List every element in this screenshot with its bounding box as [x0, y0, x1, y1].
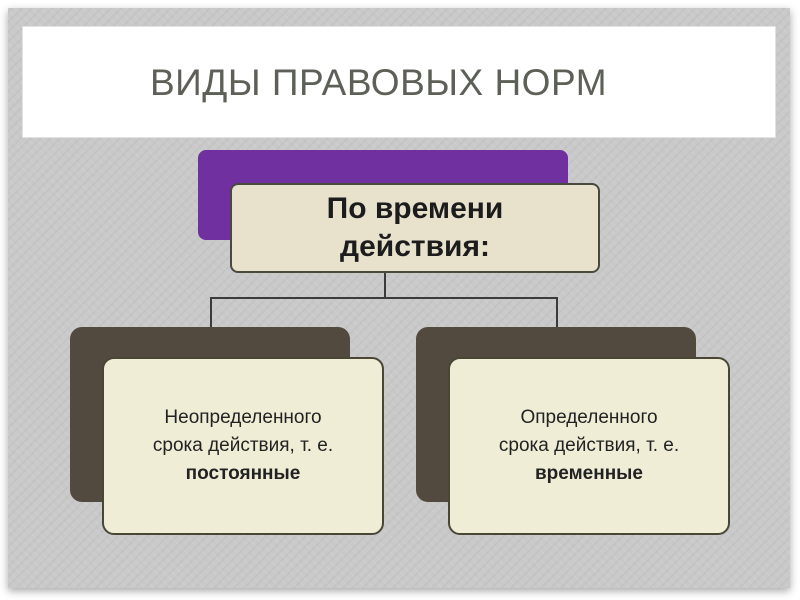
connector-left-vertical: [210, 297, 212, 327]
right-node-emphasis: временные: [535, 463, 643, 484]
left-node: Неопределенного срока действия, т. е. по…: [102, 357, 384, 535]
left-node-text: Неопределенного срока действия, т. е. по…: [153, 404, 333, 488]
left-node-emphasis: постоянные: [185, 463, 301, 484]
left-node-line2: срока действия, т. е.: [152, 435, 334, 456]
right-node: Определенного срока действия, т. е. врем…: [448, 357, 730, 535]
root-node-label: По времени действия:: [326, 192, 504, 263]
right-node-line2: срока действия, т. е.: [498, 435, 680, 456]
connector-root-vertical: [384, 273, 386, 299]
left-node-line1: Неопределенного: [164, 407, 322, 428]
slide-title: ВИДЫ ПРАВОВЫХ НОРМ: [150, 62, 608, 103]
root-node: По времени действия:: [230, 183, 600, 273]
right-node-text: Определенного срока действия, т. е. врем…: [499, 404, 679, 488]
title-band: [22, 26, 776, 138]
connector-right-vertical: [556, 297, 558, 327]
right-node-line1: Определенного: [520, 407, 658, 428]
connector-horizontal: [210, 297, 558, 299]
